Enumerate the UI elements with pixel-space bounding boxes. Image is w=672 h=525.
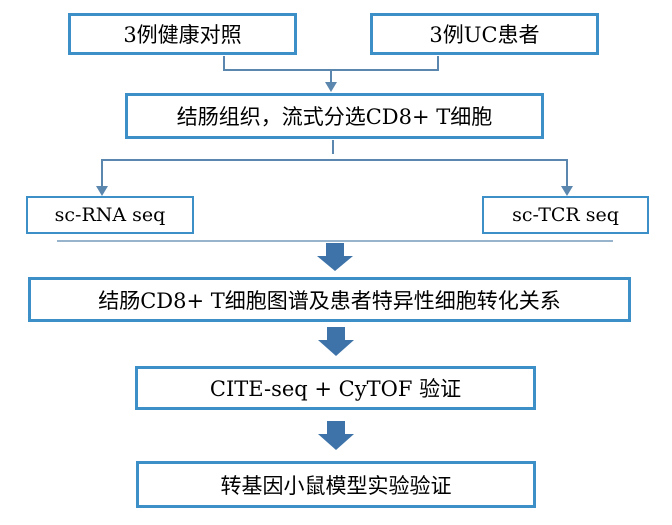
sorting-label: 结肠组织，流式分选CD8+ T细胞 (176, 105, 493, 129)
split-bracket (101, 159, 568, 190)
arrowhead-to-scrna (96, 186, 108, 196)
arrowhead-to-sorting (325, 82, 337, 92)
block-arrow-down-icon (317, 243, 353, 271)
arrowhead-to-sctcr (561, 186, 573, 196)
healthy-controls-box: 3例健康对照 (68, 13, 297, 55)
atlas-box: 结肠CD8+ T细胞图谱及患者特异性细胞转化关系 (28, 277, 631, 322)
mouse-model-box: 转基因小鼠模型实验验证 (136, 461, 536, 508)
cite-cytof-box: CITE-seq + CyTOF 验证 (135, 366, 536, 410)
merge-bracket (223, 56, 439, 71)
sorting-box: 结肠组织，流式分选CD8+ T细胞 (125, 93, 544, 139)
uc-patients-label: 3例UC患者 (429, 23, 540, 47)
healthy-controls-label: 3例健康对照 (123, 23, 242, 47)
uc-patients-box: 3例UC患者 (370, 13, 599, 55)
atlas-label: 结肠CD8+ T细胞图谱及患者特异性细胞转化关系 (98, 288, 561, 313)
mouse-model-label: 转基因小鼠模型实验验证 (220, 473, 452, 498)
scrna-seq-label: sc-RNA seq (54, 204, 166, 226)
sctcr-seq-box: sc-TCR seq (482, 196, 649, 234)
block-arrow-down-icon (318, 421, 354, 450)
sctcr-seq-label: sc-TCR seq (512, 204, 619, 226)
block-arrow-down-icon (318, 327, 354, 356)
cite-cytof-label: CITE-seq + CyTOF 验证 (209, 377, 462, 401)
scrna-seq-box: sc-RNA seq (26, 196, 194, 234)
